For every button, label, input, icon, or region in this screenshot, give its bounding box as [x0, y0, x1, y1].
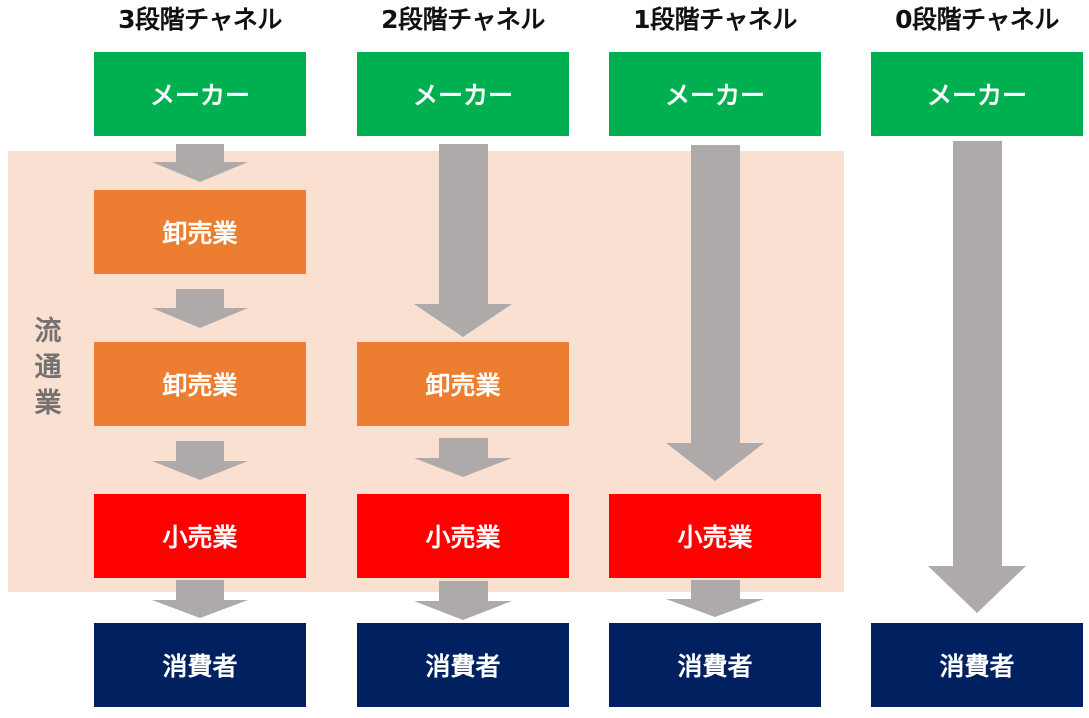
wholesale-box: 卸売業	[94, 190, 306, 274]
consumer-box: 消費者	[871, 623, 1083, 707]
maker-box: メーカー	[871, 52, 1083, 136]
down-arrow-icon	[928, 141, 1026, 613]
maker-box: メーカー	[609, 52, 821, 136]
consumer-box: 消費者	[609, 623, 821, 707]
maker-box: メーカー	[94, 52, 306, 136]
retail-box: 小売業	[609, 494, 821, 578]
band-label-char: 業	[34, 388, 62, 419]
wholesale-box: 卸売業	[94, 342, 306, 426]
column-title-2-level: 2段階チャネル	[381, 5, 545, 34]
distribution-industry-label: 流 通 業	[28, 314, 68, 422]
band-label-char: 流	[34, 316, 62, 347]
consumer-box: 消費者	[357, 623, 569, 707]
wholesale-box: 卸売業	[357, 342, 569, 426]
retail-box: 小売業	[357, 494, 569, 578]
maker-box: メーカー	[357, 52, 569, 136]
retail-box: 小売業	[94, 494, 306, 578]
column-title-1-level: 1段階チャネル	[633, 5, 797, 34]
column-title-3-level: 3段階チャネル	[118, 5, 282, 34]
band-label-char: 通	[34, 352, 62, 383]
column-title-0-level: 0段階チャネル	[895, 5, 1059, 34]
consumer-box: 消費者	[94, 623, 306, 707]
